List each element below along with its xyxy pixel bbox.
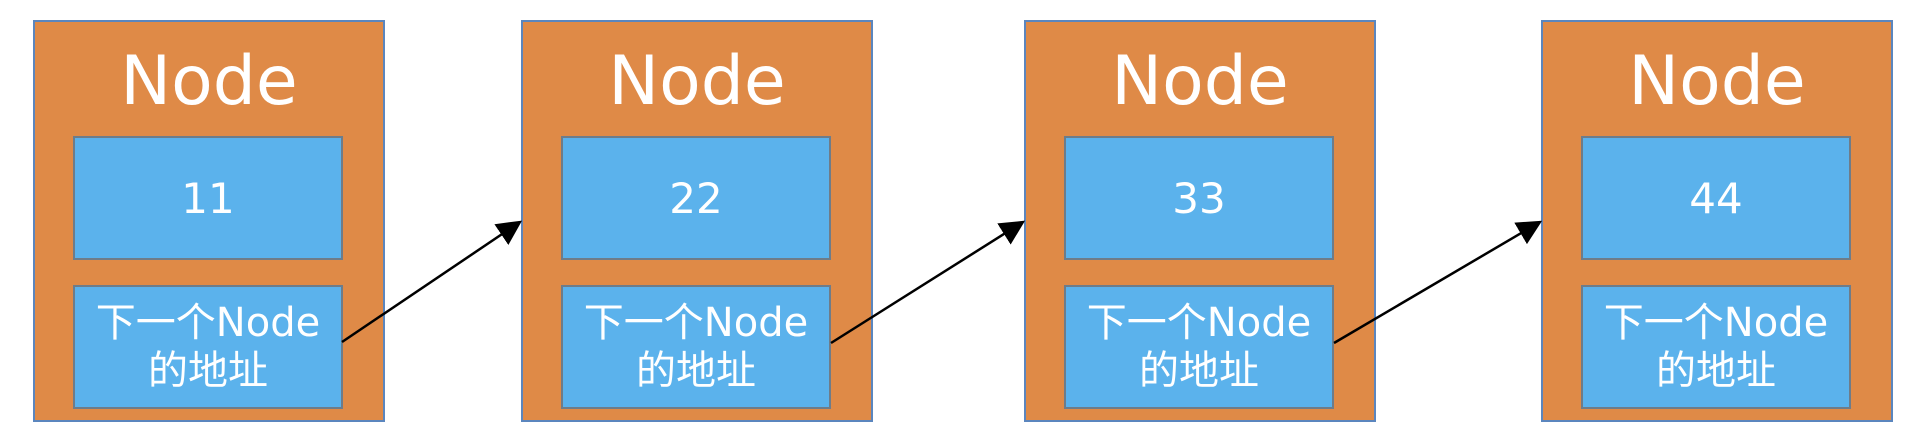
next-address-label-line-2: 的地址 — [636, 348, 756, 394]
next-address-cell: 下一个Node 的地址 — [73, 285, 343, 409]
node-box-4: Node 44 下一个Node 的地址 — [1541, 20, 1893, 422]
node-value-cell: 22 — [561, 136, 831, 260]
next-address-cell: 下一个Node 的地址 — [1064, 285, 1334, 409]
next-address-label-line-1: 下一个Node — [583, 300, 809, 346]
node-box-2: Node 22 下一个Node 的地址 — [521, 20, 873, 422]
next-address-label-line-2: 的地址 — [1656, 348, 1776, 394]
node-title: Node — [1111, 42, 1289, 121]
node-title: Node — [120, 42, 298, 121]
node-value-cell: 44 — [1581, 136, 1851, 260]
next-address-cell: 下一个Node 的地址 — [1581, 285, 1851, 409]
next-address-label-line-1: 下一个Node — [95, 300, 321, 346]
node-value-cell: 11 — [73, 136, 343, 260]
next-address-cell: 下一个Node 的地址 — [561, 285, 831, 409]
next-address-label-line-2: 的地址 — [1139, 348, 1259, 394]
node-box-1: Node 11 下一个Node 的地址 — [33, 20, 385, 422]
next-address-label-line-2: 的地址 — [148, 348, 268, 394]
node-value-cell: 33 — [1064, 136, 1334, 260]
node-title: Node — [608, 42, 786, 121]
next-address-label-line-1: 下一个Node — [1086, 300, 1312, 346]
next-address-label-line-1: 下一个Node — [1603, 300, 1829, 346]
node-title: Node — [1628, 42, 1806, 121]
node-box-3: Node 33 下一个Node 的地址 — [1024, 20, 1376, 422]
